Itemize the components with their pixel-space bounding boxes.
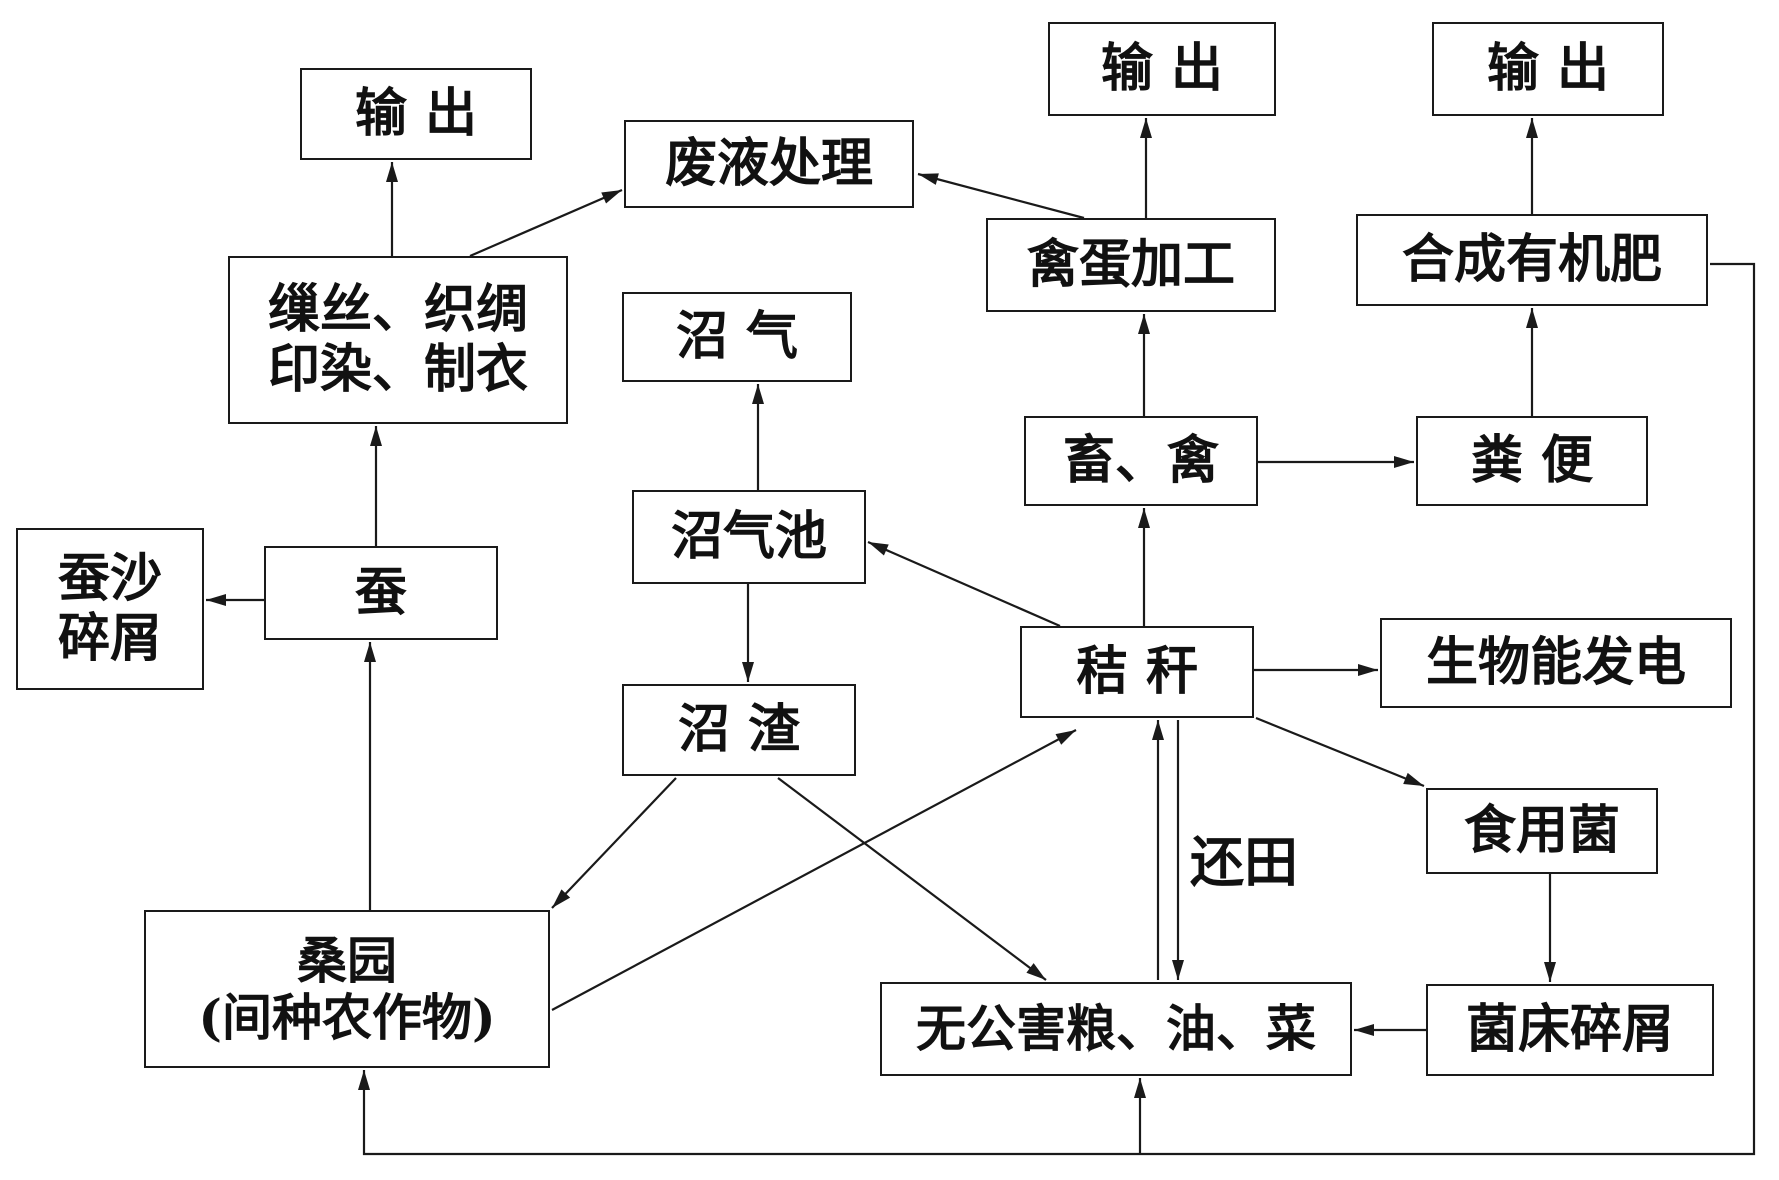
output-box-1: 输 出: [300, 68, 532, 160]
arrow-straw-return-to-field-head: [1172, 960, 1184, 980]
arrow-mulberry-to-straw: [551, 729, 1077, 1011]
arrow-livestock-to-manure-head: [1394, 456, 1414, 468]
arrow-bed-to-crops-head: [1354, 1024, 1374, 1036]
arrow-silkworm-to-silk-head: [370, 426, 382, 446]
silkworm-box: 蚕: [264, 546, 498, 640]
arrow-fertilizer-to-crops-head: [1134, 1078, 1146, 1098]
arrow-straw-to-mushroom-head: [1403, 772, 1424, 786]
arrow-livestock-to-egg-head: [1138, 314, 1150, 334]
arrow-mulberry-to-straw-head: [1055, 730, 1076, 745]
arrow-mushroom-to-bed-head: [1544, 962, 1556, 982]
arrow-straw-to-digester-head: [868, 542, 889, 556]
egg-processing-box: 禽蛋加工: [986, 218, 1276, 312]
arrow-residue-to-crops-head: [1026, 963, 1046, 980]
livestock-box: 畜、禽: [1024, 416, 1258, 506]
arrow-residue-to-mulberry: [551, 777, 677, 909]
arrow-straw-to-power-head: [1358, 664, 1378, 676]
biogas-box: 沼 气: [622, 292, 852, 382]
bio-power-box: 生物能发电: [1380, 618, 1732, 708]
arrow-residue-to-crops: [777, 777, 1047, 981]
biogas-digester-box: 沼气池: [632, 490, 866, 584]
output-box-2: 输 出: [1048, 22, 1276, 116]
arrow-digester-to-residue-head: [742, 662, 754, 682]
arrow-silk-to-waste-treatment: [469, 188, 623, 258]
arrow-straw-to-digester: [867, 540, 1061, 628]
arrow-straw-to-livestock-head: [1138, 508, 1150, 528]
arrow-digester-to-biogas-head: [752, 384, 764, 404]
waste-treatment-box: 废液处理: [624, 120, 914, 208]
arrow-mulberry-to-silkworm-head: [364, 642, 376, 662]
arrow-silk-to-waste-treatment-head: [601, 190, 622, 204]
arrow-crops-to-straw-head: [1152, 720, 1164, 740]
arrow-fertilizer-to-output-head: [1526, 118, 1538, 138]
mulberry-garden-box: 桑园 (间种农作物): [144, 910, 550, 1068]
silkworm-waste-box: 蚕沙 碎屑: [16, 528, 204, 690]
arrow-silkworm-to-waste-head: [206, 594, 226, 606]
arrow-egg-to-waste-treatment-head: [918, 173, 939, 185]
arrow-fertilizer-to-mulberry-head: [358, 1070, 370, 1090]
silk-processing-box: 缫丝、织绸 印染、制衣: [228, 256, 568, 424]
arrow-manure-to-fertilizer-head: [1526, 308, 1538, 328]
arrow-silk-to-output-head: [386, 162, 398, 182]
arrow-straw-to-mushroom: [1255, 716, 1425, 788]
arrow-fertilizer-to-mulberry: [362, 262, 1756, 1156]
mushroom-box: 食用菌: [1426, 788, 1658, 874]
crops-box: 无公害粮、油、菜: [880, 982, 1352, 1076]
organic-fertilizer-box: 合成有机肥: [1356, 214, 1708, 306]
manure-box: 粪 便: [1416, 416, 1648, 506]
arrow-egg-to-waste-treatment: [917, 172, 1085, 220]
return-to-field-label: 还田: [1190, 830, 1298, 894]
biogas-residue-box: 沼 渣: [622, 684, 856, 776]
mushroom-bed-box: 菌床碎屑: [1426, 984, 1714, 1076]
straw-box: 秸 秆: [1020, 626, 1254, 718]
arrow-residue-to-mulberry-head: [552, 889, 571, 908]
output-box-3: 输 出: [1432, 22, 1664, 116]
arrow-egg-to-output-head: [1140, 118, 1152, 138]
